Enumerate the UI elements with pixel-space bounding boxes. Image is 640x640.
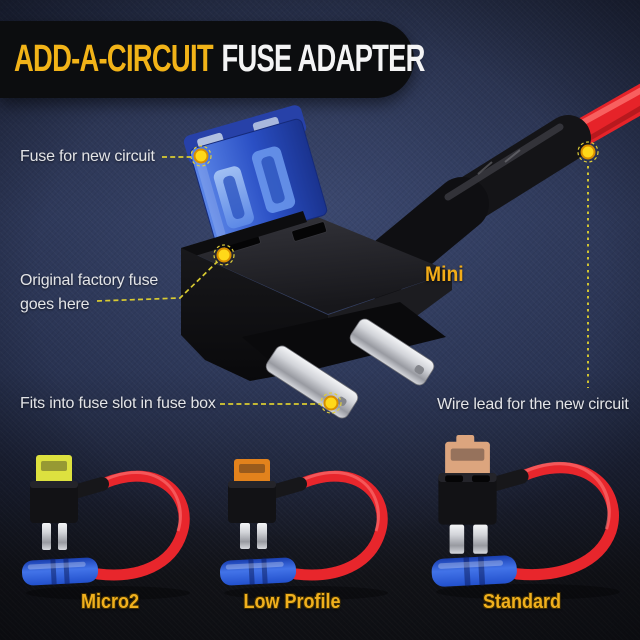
- variant-label-micro2: Micro2: [80, 591, 140, 613]
- callout-label-wire: Wire lead for the new circuit: [437, 396, 629, 413]
- variant-adapter-body: [438, 473, 497, 525]
- variant-prongs: [240, 523, 267, 549]
- variant-prongs: [449, 524, 488, 554]
- callout-label-original-line2: goes here: [20, 296, 90, 313]
- callout-lines: [96, 156, 589, 405]
- variant-blue-connector: [431, 555, 517, 587]
- variant-unit: [21, 455, 190, 600]
- variant-blue-connector: [219, 557, 297, 586]
- variant-label-standard: Standard: [482, 591, 562, 613]
- callout-dot-fits: [320, 392, 342, 414]
- callout-dot-wire: [577, 141, 599, 163]
- variant-wire-boot: [265, 477, 307, 499]
- variant-fuse: [445, 435, 490, 478]
- title-highlight: ADD-A-CIRCUIT: [14, 38, 214, 80]
- variant-micro2-illustration: [21, 455, 190, 600]
- callout-label-fuse: Fuse for new circuit: [20, 148, 155, 165]
- variant-adapter-body: [30, 481, 78, 523]
- title-rest: FUSE ADAPTER: [221, 38, 425, 80]
- variant-wire-boot: [67, 477, 109, 499]
- variant-adapter-body: [228, 481, 276, 523]
- callout-dots: [190, 141, 599, 414]
- variant-fuse: [36, 455, 72, 485]
- callout-label-original: Original factory fuse goes here: [20, 269, 158, 317]
- variant-red-wire: [90, 470, 190, 581]
- callout-line-original: [96, 261, 218, 302]
- variant-red-wire: [508, 462, 619, 581]
- callout-label-fits: Fits into fuse slot in fuse box: [20, 395, 216, 412]
- heat-shrink-sleeve: [353, 115, 591, 299]
- variant-red-wire: [288, 470, 388, 581]
- variant-unit: [431, 435, 620, 600]
- empty-fuse-slot: [291, 221, 327, 242]
- blue-mini-fuse: [183, 105, 328, 246]
- variant-prongs: [42, 523, 67, 550]
- callout-dot-fuse: [190, 145, 212, 167]
- variant-lowprofile-illustration: [219, 459, 388, 600]
- fuse-size-label: Mini: [425, 263, 464, 286]
- variant-label-lowprofile: Low Profile: [243, 591, 341, 613]
- callout-label-original-line1: Original factory fuse: [20, 272, 159, 289]
- variant-fuse: [234, 459, 270, 485]
- callout-dot-original: [213, 244, 235, 266]
- variant-blue-connector: [21, 557, 99, 586]
- variant-standard-illustration: [431, 435, 620, 600]
- variant-unit: [219, 459, 388, 600]
